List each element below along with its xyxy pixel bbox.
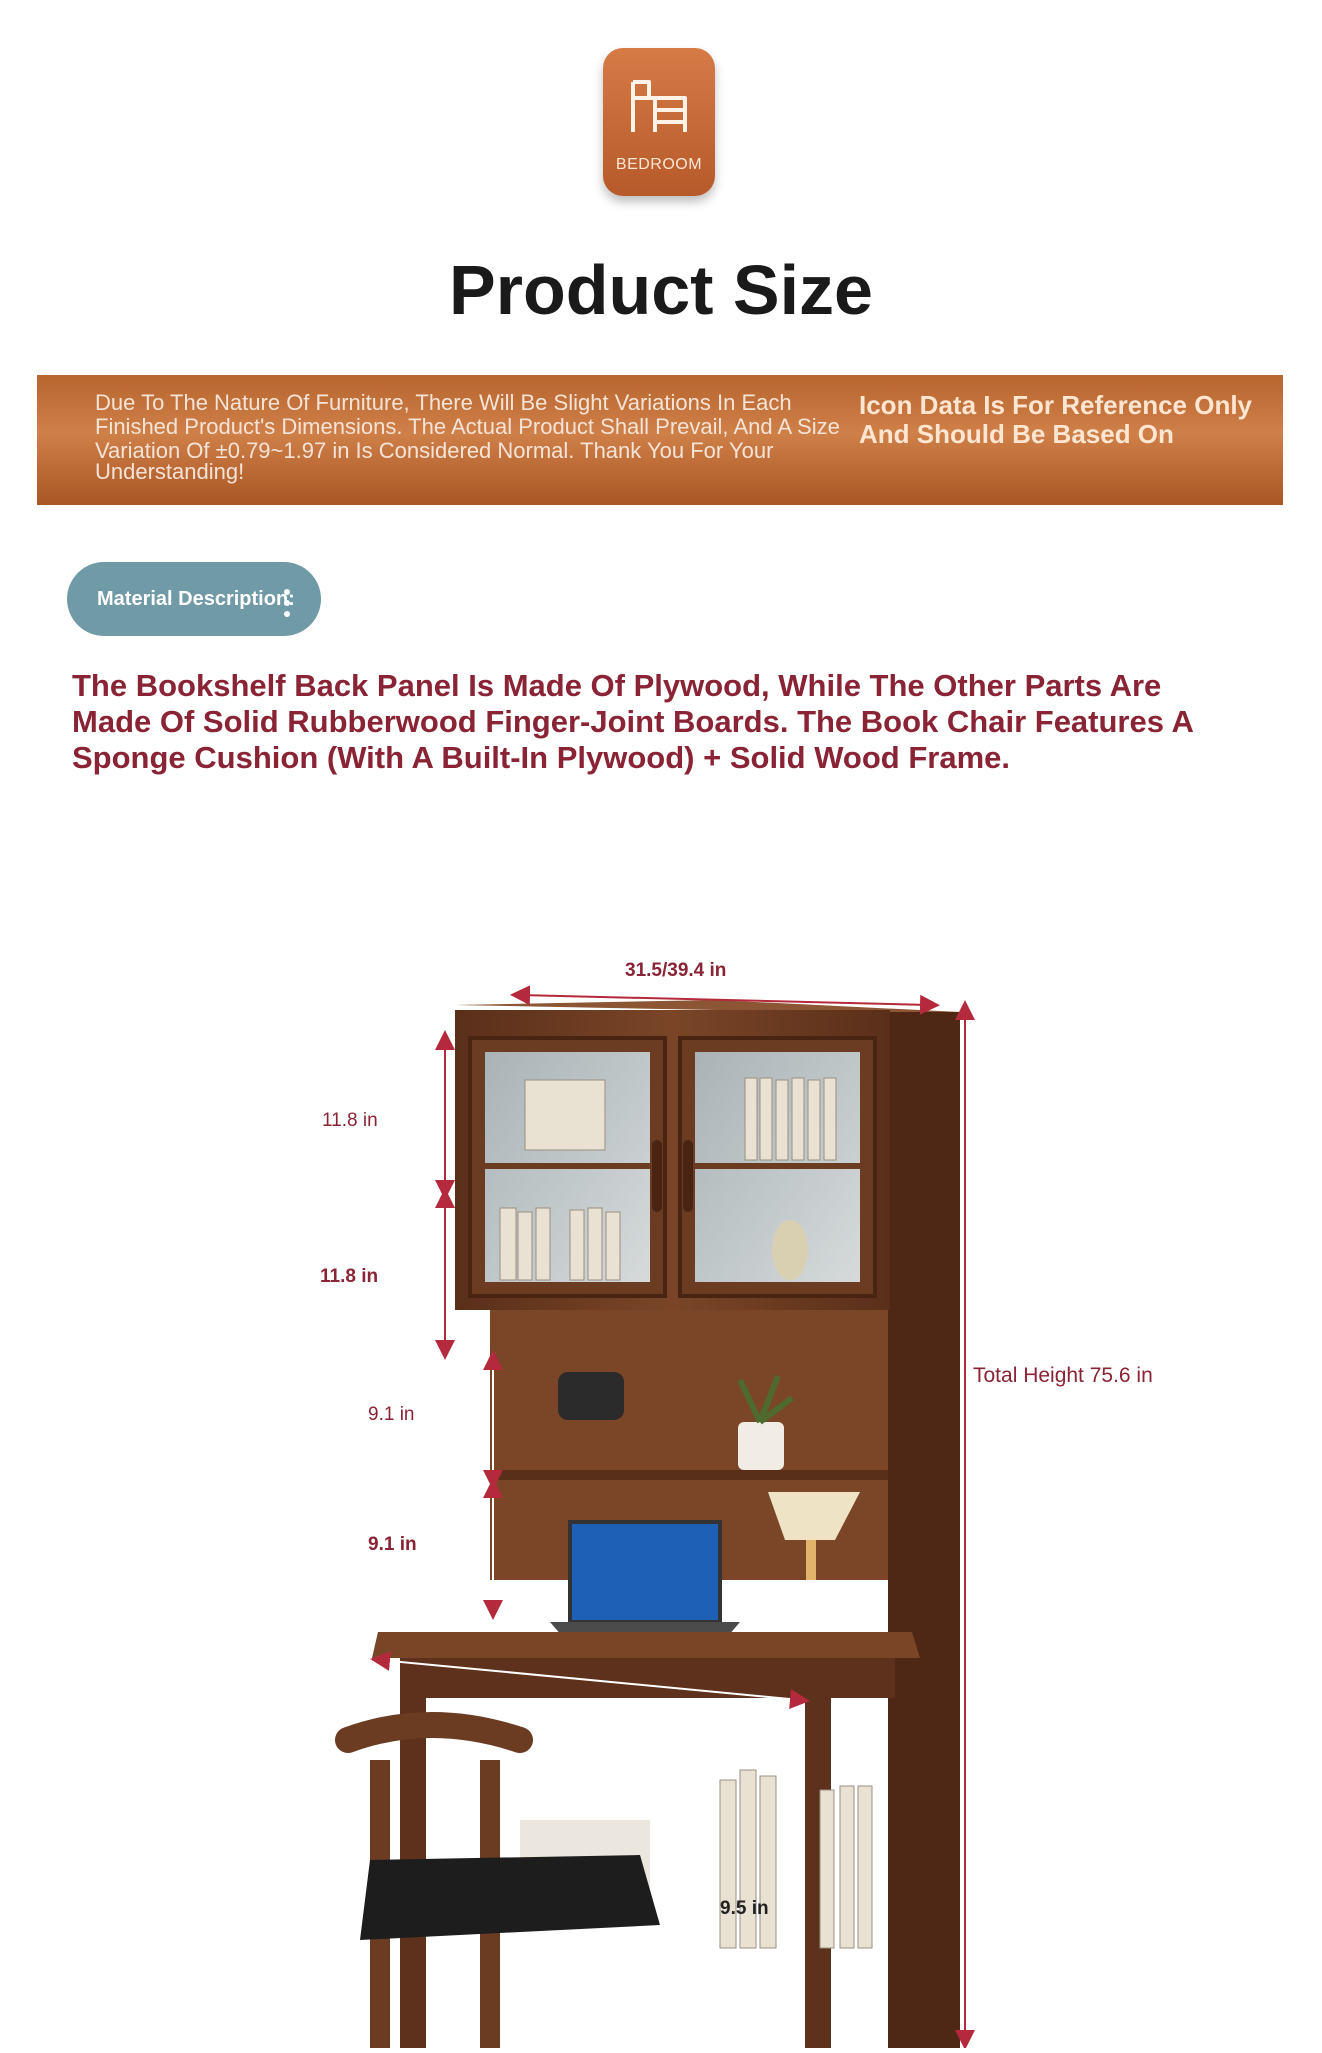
- variation-notice: Due To The Nature Of Furniture, There Wi…: [95, 390, 895, 484]
- desk-bookshelf-image: 3: [335, 985, 975, 2050]
- page-title: Product Size: [449, 251, 873, 329]
- material-description-pill: Material Description:: [67, 562, 321, 636]
- dots-icon: [284, 589, 290, 617]
- material-description: The Bookshelf Back Panel Is Made Of Plyw…: [72, 668, 1193, 775]
- cabinet-lower-dimension: 11.8 in: [320, 1266, 379, 1287]
- total-height-dimension: Total Height 75.6 in: [973, 1364, 1153, 1387]
- notice-line: Due To The Nature Of Furniture, There Wi…: [95, 390, 792, 415]
- material-label: Material Description:: [97, 588, 295, 610]
- badge-label: BEDROOM: [615, 156, 703, 173]
- shelf-upper-dimension: 9.1 in: [368, 1404, 415, 1425]
- desk-width-dimension: 29.5/37.4 in: [533, 1700, 635, 1721]
- top-width-dimension: 31.5/39.4 in: [625, 960, 727, 981]
- bedroom-badge: BEDROOM: [603, 48, 715, 196]
- depth-dimension: 9.5 in: [720, 1898, 769, 1919]
- shelf-lower-dimension: 9.1 in: [368, 1534, 417, 1555]
- cabinet-upper-dimension: 11.8 in: [322, 1110, 378, 1131]
- notice-banner: Due To The Nature Of Furniture, There Wi…: [37, 375, 1283, 505]
- reference-notice: Icon Data Is For Reference Only And Shou…: [859, 391, 1259, 449]
- notice-line: Finished Product's Dimensions. The Actua…: [95, 414, 840, 439]
- desk-icon: [631, 80, 687, 132]
- reference-line: And Should Be Based On: [859, 419, 1174, 449]
- notice-line: Understanding!: [95, 459, 245, 484]
- product-illustration: 3 31.5/39.4 in 11.8 in 11.8 in 9.1 in 9.…: [300, 940, 1153, 2053]
- notice-line: Variation Of ±0.79~1.97 in Is Considered…: [95, 438, 774, 463]
- reference-line: Icon Data Is For Reference Only: [859, 390, 1253, 420]
